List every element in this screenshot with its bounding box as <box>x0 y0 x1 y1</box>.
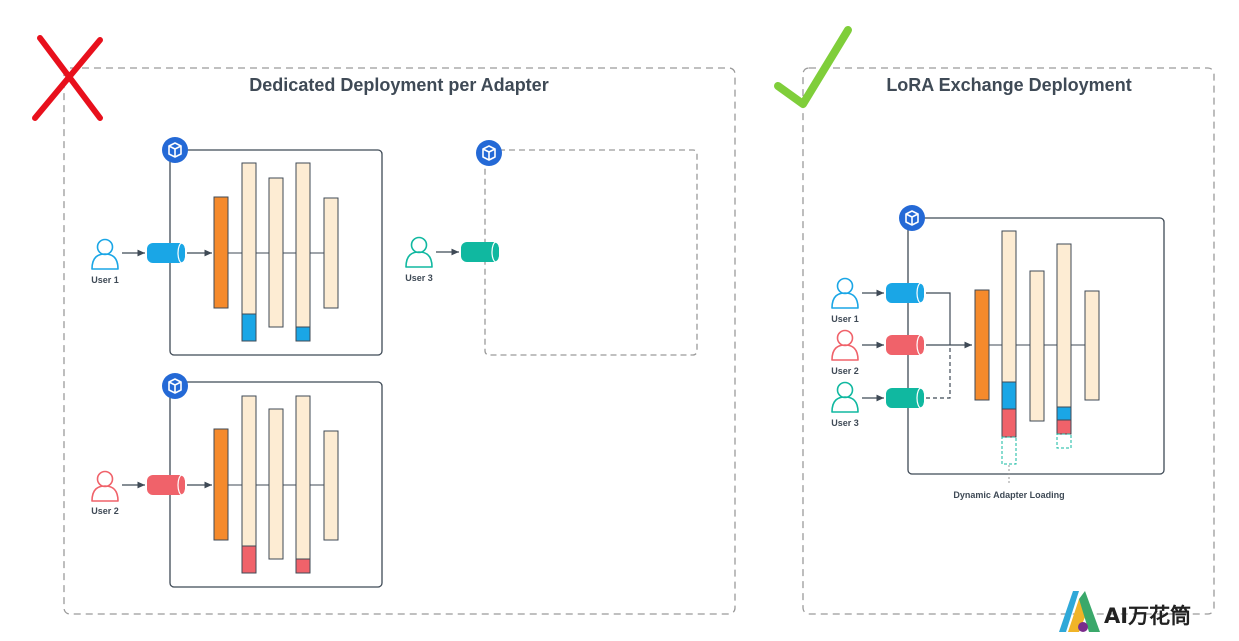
layer-stack <box>974 230 1100 465</box>
layer-stack <box>213 395 339 574</box>
kubernetes-icon <box>475 139 503 167</box>
user-label: User 3 <box>831 418 859 428</box>
base-layer <box>213 428 229 541</box>
connector <box>926 292 951 345</box>
adapter-cylinder-user2 <box>147 474 187 496</box>
adapter-user1 <box>1001 381 1017 410</box>
user-label: User 2 <box>91 506 119 516</box>
watermark-text: AI万花筒 <box>1104 604 1191 628</box>
adapter-cylinder-user3 <box>461 241 501 263</box>
user-label: User 1 <box>831 314 859 324</box>
dynamic-adapter-caption: Dynamic Adapter Loading <box>953 490 1064 500</box>
adapter-cylinder-user1 <box>147 242 187 264</box>
layer <box>295 395 311 574</box>
kubernetes-icon <box>898 204 926 232</box>
adapter-cylinder-user1 <box>886 282 926 304</box>
adapter-user2 <box>295 558 311 574</box>
layer-stack <box>213 162 339 342</box>
user-1-icon <box>831 277 859 309</box>
layer <box>295 162 311 342</box>
layer <box>323 197 339 309</box>
deployment-box-user3 <box>484 149 698 356</box>
ai-wanhuatong-logo <box>1059 591 1100 632</box>
user-label: User 2 <box>831 366 859 376</box>
adapter-user2 <box>1056 419 1072 435</box>
adapter-cylinder-user3 <box>886 387 926 409</box>
user-1-icon <box>91 238 119 270</box>
right-panel-title: LoRA Exchange Deployment <box>886 75 1131 95</box>
layer <box>268 177 284 328</box>
layer <box>1084 290 1100 401</box>
base-layer <box>213 196 229 309</box>
layer <box>1029 270 1045 422</box>
layer <box>1056 243 1072 435</box>
base-layer <box>974 289 990 401</box>
layer <box>323 430 339 541</box>
check-icon <box>774 26 852 108</box>
adapter-slot-user3 <box>1056 433 1072 449</box>
kubernetes-icon <box>161 136 189 164</box>
user-label: User 1 <box>91 275 119 285</box>
user-label: User 3 <box>405 273 433 283</box>
user-3-icon <box>405 236 433 268</box>
user-2-icon <box>831 329 859 361</box>
layer <box>268 408 284 560</box>
adapter-user2 <box>1001 408 1017 438</box>
kubernetes-icon <box>161 372 189 400</box>
adapter-user1 <box>295 326 311 342</box>
user-3-icon <box>831 381 859 413</box>
adapter-cylinder-user2 <box>886 334 926 356</box>
connector-dashed <box>926 345 951 399</box>
cross-icon <box>32 35 103 121</box>
adapter-slot-user3 <box>1001 436 1017 465</box>
adapter-user1 <box>241 313 257 342</box>
left-panel-title: Dedicated Deployment per Adapter <box>249 75 548 95</box>
user-2-icon <box>91 470 119 502</box>
right-panel-frame <box>802 67 1215 615</box>
adapter-user1 <box>1056 406 1072 421</box>
adapter-user2 <box>241 545 257 574</box>
left-panel-frame <box>63 67 736 615</box>
